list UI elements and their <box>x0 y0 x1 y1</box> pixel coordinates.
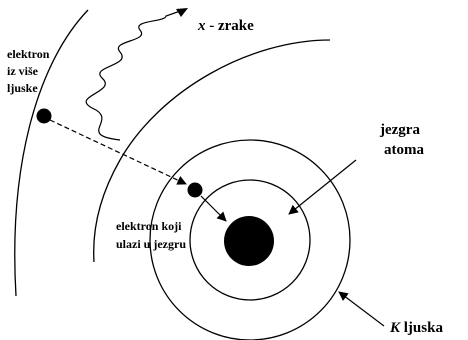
outer-electron-label-line-2: iz više <box>7 64 39 78</box>
k-shell-label-rest: ljuska <box>400 320 443 336</box>
nucleus <box>224 216 274 266</box>
xray-label-rest: - zrake <box>206 18 255 34</box>
nucleus-label-line-1: jezgra <box>379 122 420 138</box>
k-shell-label-var: K <box>389 320 401 336</box>
capture-electron-label-line-2: ulazi u jezgru <box>116 237 186 251</box>
nucleus-label-line-2: atoma <box>384 142 424 158</box>
capture-electron-label: elektron koji ulazi u jezgru <box>116 219 186 251</box>
nucleus-label: jezgra atoma <box>379 122 424 158</box>
outer-electron <box>36 108 52 124</box>
l-shell-circle <box>149 139 351 340</box>
outer-electron-label-line-1: elektron <box>7 47 50 61</box>
xray-label: x - zrake <box>197 18 254 34</box>
k-shell-pointer-arrow <box>338 291 385 327</box>
outer-shell-arc-2 <box>93 39 331 263</box>
nucleus-pointer-arrow <box>288 159 357 215</box>
outer-electron-label-line-3: ljuske <box>7 81 38 95</box>
xray-wave <box>85 9 184 141</box>
transition-dashed-arrow <box>49 119 187 185</box>
k-shell-label: K ljuska <box>389 320 443 336</box>
capture-electron <box>187 182 203 198</box>
outer-electron-label: elektron iz više ljuske <box>7 47 52 95</box>
xray-arrowhead <box>176 8 188 17</box>
capture-electron-label-line-1: elektron koji <box>116 219 182 233</box>
outer-shell-arc-1 <box>14 9 89 297</box>
xray-label-var: x <box>197 18 206 34</box>
k-shell-circle <box>189 179 311 301</box>
capture-arrow <box>200 195 227 222</box>
